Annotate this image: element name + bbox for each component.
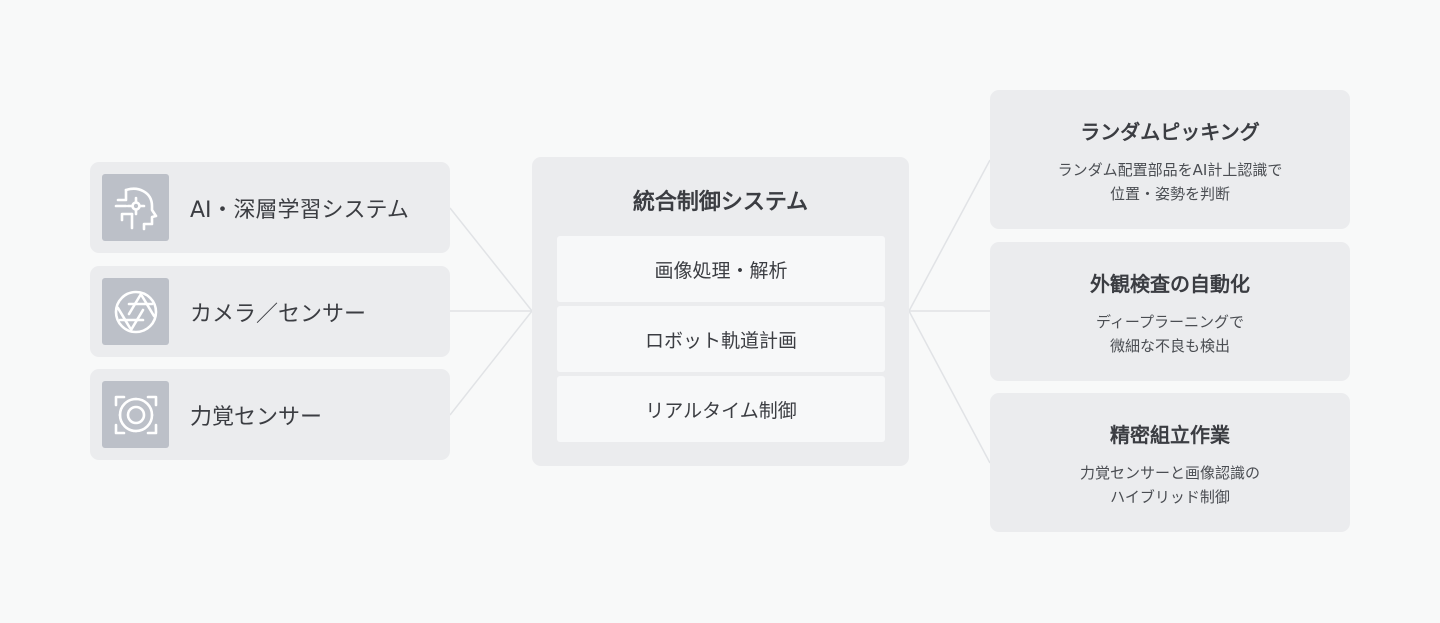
app-title: 外観検査の自動化	[1090, 272, 1250, 296]
force-sensor-icon	[102, 381, 169, 448]
ai-head-icon	[102, 174, 169, 241]
input-card-force: 力覚センサー	[90, 369, 450, 460]
app-desc-line: ハイブリッド制御	[1110, 488, 1230, 506]
app-description: 力覚センサーと画像認識の ハイブリッド制御	[990, 461, 1350, 509]
center-item-realtime-control: リアルタイム制御	[557, 376, 885, 442]
input-label-camera: カメラ／センサー	[190, 301, 367, 327]
connector-force-to-center	[449, 310, 533, 416]
input-card-ai: AI・深層学習システム	[90, 162, 450, 253]
app-desc-line: 微細な不良も検出	[1109, 337, 1230, 355]
app-description: ディープラーニングで 微細な不良も検出	[990, 310, 1350, 358]
app-card-random-picking: ランダムピッキング ランダム配置部品をAI計上認識で 位置・姿勢を判断	[990, 90, 1350, 229]
app-desc-line: ランダム配置部品をAI計上認識で	[1057, 161, 1283, 179]
app-desc-line: 力覚センサーと画像認識の	[1079, 464, 1260, 482]
app-description: ランダム配置部品をAI計上認識で 位置・姿勢を判断	[990, 158, 1350, 206]
app-card-inspection: 外観検査の自動化 ディープラーニングで 微細な不良も検出	[990, 242, 1350, 381]
app-desc-line: 位置・姿勢を判断	[1109, 185, 1230, 203]
input-card-camera: カメラ／センサー	[90, 266, 450, 357]
connector-ai-to-center	[449, 207, 533, 312]
input-label-force: 力覚センサー	[190, 404, 323, 430]
camera-aperture-icon	[102, 278, 169, 345]
connector-center-to-assembly	[908, 310, 991, 464]
app-desc-line: ディープラーニングで	[1095, 313, 1245, 331]
center-item-image-processing: 画像処理・解析	[557, 236, 885, 302]
center-title: 統合制御システム	[632, 190, 809, 215]
app-card-assembly: 精密組立作業 力覚センサーと画像認識の ハイブリッド制御	[990, 393, 1350, 532]
app-title: ランダムピッキング	[1080, 120, 1260, 144]
app-title: 精密組立作業	[1110, 423, 1230, 447]
input-label-ai: AI・深層学習システム	[190, 197, 409, 223]
center-item-trajectory-planning: ロボット軌道計画	[557, 306, 885, 372]
connector-center-to-picking	[908, 159, 991, 312]
